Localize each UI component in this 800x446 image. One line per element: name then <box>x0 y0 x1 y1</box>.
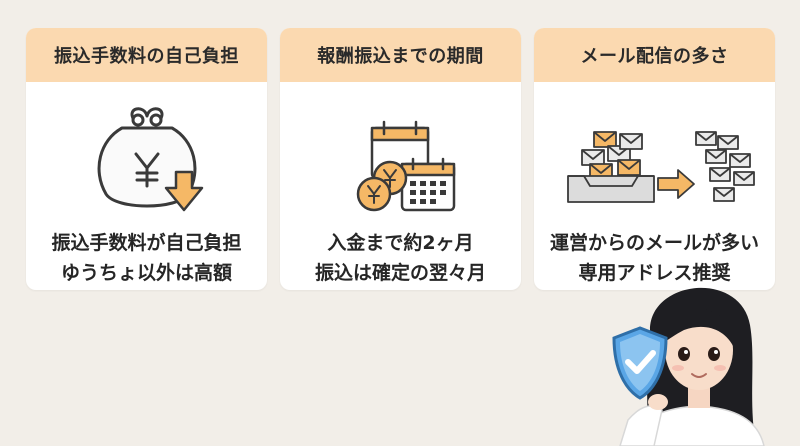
card-line-2: ゆうちょ以外は高額 <box>60 262 232 284</box>
card-line-1: 運営からのメールが多い <box>549 232 759 254</box>
calendar-yen-coins-icon <box>356 120 456 212</box>
card-payment-period: 報酬振込までの期間 入金まで約2ヶ月 振込は確定の翌々 <box>280 28 521 290</box>
card-transfer-fee: 振込手数料の自己負担 振込手数料が自己負担 ゆうちょ以外は高額 <box>26 28 267 290</box>
card-line-2: 専用アドレス推奨 <box>578 262 731 284</box>
inbox-envelopes-icon <box>567 131 755 203</box>
shield-check-icon <box>612 326 668 400</box>
card-line-1: 振込手数料が自己負担 <box>51 232 242 254</box>
coin-purse-down-arrow-icon <box>97 107 204 212</box>
card-title: 報酬振込までの期間 <box>280 28 521 82</box>
card-title: 振込手数料の自己負担 <box>26 28 267 82</box>
woman-with-shield <box>612 287 765 446</box>
card-line-2: 振込は確定の翌々月 <box>314 262 486 284</box>
card-line-1: 入金まで約2ヶ月 <box>327 232 474 254</box>
card-mail-volume: メール配信の多さ 運営からのメールが多い 専用アドレス推奨 <box>534 28 775 290</box>
card-title: メール配信の多さ <box>534 28 775 82</box>
